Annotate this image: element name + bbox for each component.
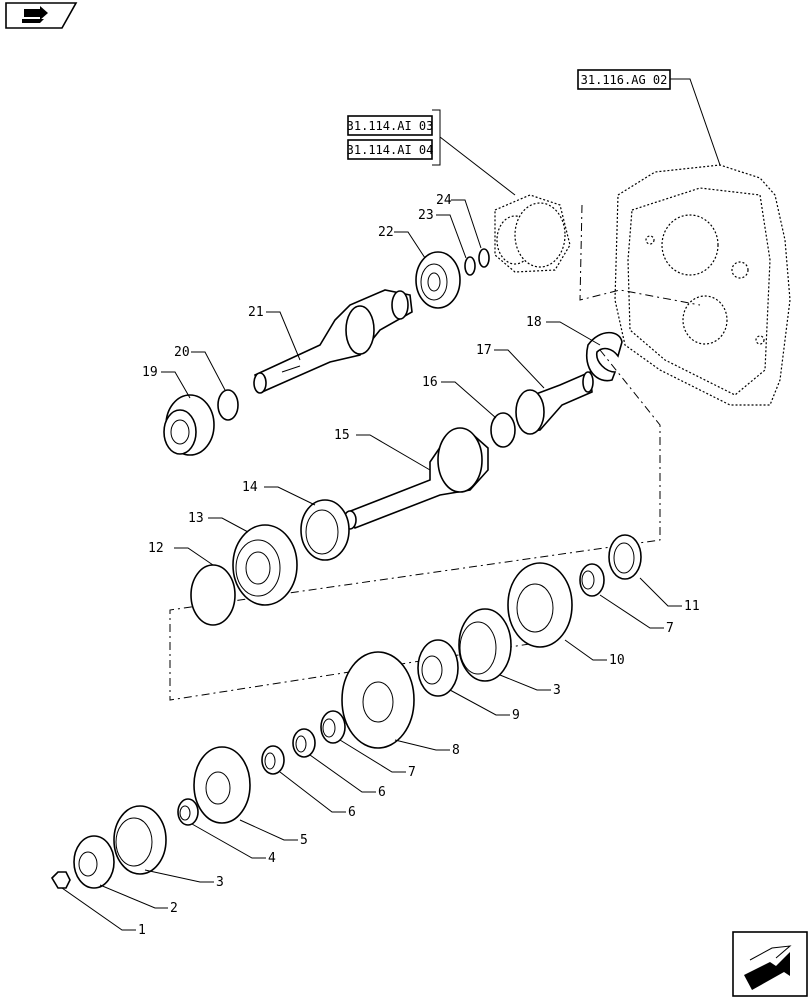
callout-3-upper: 3	[553, 683, 561, 698]
spacer-7a	[579, 563, 605, 597]
callout-10: 10	[609, 653, 625, 668]
callout-23: 23	[418, 208, 434, 223]
input-shaft-21	[253, 289, 413, 394]
callout-13: 13	[188, 511, 204, 526]
spacer-6b	[261, 745, 285, 775]
gear-coupling-19	[163, 394, 215, 456]
callout-12: 12	[148, 541, 164, 556]
gear-2	[73, 835, 115, 889]
callout-14: 14	[242, 480, 258, 495]
bearing-22	[415, 251, 461, 309]
synchronizer-3b	[113, 805, 167, 875]
book-arrow-icon[interactable]	[5, 2, 78, 29]
ring-14	[300, 499, 350, 561]
callout-21: 21	[248, 305, 264, 320]
ring-11	[608, 534, 642, 580]
callout-7-upper: 7	[666, 621, 674, 636]
bearing-13	[232, 524, 298, 606]
callout-22: 22	[378, 225, 394, 240]
callout-7-lower: 7	[408, 765, 416, 780]
spacer-7b	[320, 710, 346, 744]
callout-6a: 6	[348, 805, 356, 820]
coupler-part	[494, 194, 571, 273]
synchronizer-3a	[458, 608, 512, 682]
callout-24: 24	[436, 193, 452, 208]
callout-2: 2	[170, 901, 178, 916]
spacer-6a	[292, 728, 316, 758]
callout-9: 9	[512, 708, 520, 723]
ref-a-label: 31.114.AI 03	[347, 119, 434, 133]
clip-18	[585, 331, 623, 382]
spacer-4	[177, 798, 199, 826]
ref-box-b[interactable]: 31.114.AI 04	[347, 139, 434, 160]
gear-5	[193, 746, 251, 824]
short-shaft-17	[515, 370, 594, 435]
o-ring-23	[464, 256, 476, 276]
callout-3-lower: 3	[216, 875, 224, 890]
callout-16: 16	[422, 375, 438, 390]
ref-housing-label: 31.116.AG 02	[581, 73, 668, 87]
transmission-housing	[614, 164, 791, 406]
callouts: 1 2 3 4 5 6 6 7 8 9 3 10 7 11 12 13 14 1…	[138, 193, 700, 938]
callout-5: 5	[300, 833, 308, 848]
next-page-arrow-icon[interactable]	[732, 931, 808, 997]
callout-18: 18	[526, 315, 542, 330]
circlip-20	[217, 389, 239, 421]
o-ring-24	[478, 248, 490, 268]
callout-8: 8	[452, 743, 460, 758]
callout-17: 17	[476, 343, 492, 358]
nut-1	[50, 871, 71, 889]
callout-20: 20	[174, 345, 190, 360]
ref-b-label: 31.114.AI 04	[347, 143, 434, 157]
callout-15: 15	[334, 428, 350, 443]
callout-1: 1	[138, 923, 146, 938]
main-shaft-15	[343, 427, 489, 530]
callout-11: 11	[684, 599, 700, 614]
ref-box-housing[interactable]: 31.116.AG 02	[577, 69, 671, 90]
callout-19: 19	[142, 365, 158, 380]
callout-4: 4	[268, 851, 276, 866]
gear-8	[341, 651, 415, 749]
callout-6b: 6	[378, 785, 386, 800]
o-ring-16	[490, 412, 516, 448]
snap-ring-12	[190, 564, 236, 626]
gear-9	[417, 639, 459, 697]
ref-box-a[interactable]: 31.114.AI 03	[347, 115, 434, 136]
gear-10	[507, 562, 573, 648]
leader-lines	[61, 199, 682, 931]
